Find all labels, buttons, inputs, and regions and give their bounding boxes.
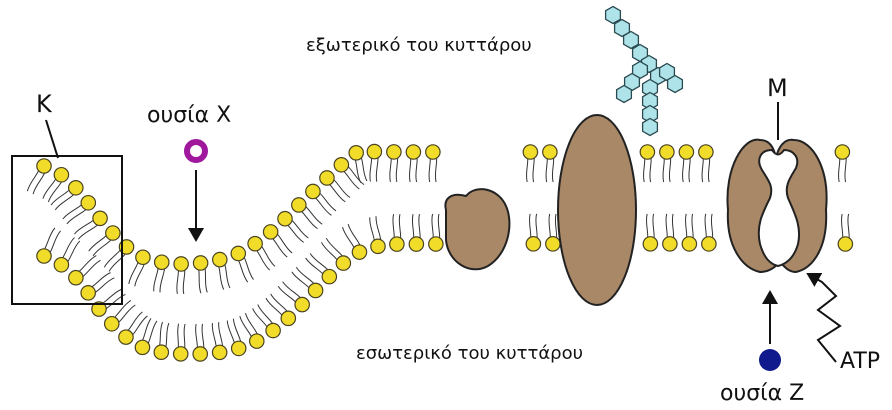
lipid-head-outer [193, 256, 207, 270]
lipid-head-outer [136, 250, 150, 264]
lipid-head-inner [212, 345, 226, 359]
lipid-head-inner [154, 345, 168, 359]
substance-z-label: ουσία Ζ [720, 381, 804, 406]
lipid-head-outer [426, 145, 440, 159]
lipid-head-outer [349, 146, 363, 160]
lipid-head-outer [263, 225, 277, 239]
lipid-head-outer [367, 144, 381, 158]
lipid-head-outer [106, 226, 120, 240]
lipid-head-outer [835, 145, 849, 159]
lipid-head-outer [320, 171, 334, 185]
atp-zigzag-arrow [808, 274, 840, 362]
lipid-head-inner [390, 237, 404, 251]
lipid-head-outer [69, 181, 83, 195]
lipid-head-inner [682, 237, 696, 251]
region-k-label: Κ [36, 90, 53, 118]
lipid-head-inner [409, 237, 423, 251]
lipid-head-outer [640, 145, 654, 159]
lipid-head-outer [679, 145, 693, 159]
region-k-pointer [46, 120, 58, 158]
pump-label: Μ [767, 74, 788, 102]
lipid-head-inner [546, 237, 560, 251]
sugar-unit [643, 119, 658, 136]
substance-x-label: ουσία Χ [147, 103, 231, 128]
lipid-head-outer [334, 158, 348, 172]
lipid-head-outer [155, 255, 169, 269]
lipid-head-inner [429, 237, 443, 251]
lipid-head-outer [81, 196, 95, 210]
lipid-head-outer [54, 168, 68, 182]
pump-protein [727, 140, 826, 272]
lipid-head-outer [306, 184, 320, 198]
inside-label: εσωτερικό του κυττάρου [356, 343, 583, 364]
lipid-head-inner [308, 283, 322, 297]
lipid-head-outer [406, 145, 420, 159]
lipid-head-inner [266, 323, 280, 337]
lipid-head-outer [292, 198, 306, 212]
lipid-head-inner [371, 239, 385, 253]
lipid-head-inner [54, 258, 68, 272]
lipid-head-inner [663, 237, 677, 251]
lipid-head-inner [322, 269, 336, 283]
lipid-head-outer [248, 236, 262, 250]
lipid-head-outer [278, 212, 292, 226]
substance-z-dot [759, 349, 781, 371]
lipid-head-outer [523, 145, 537, 159]
sugar-unit [606, 7, 621, 24]
glycan-chain [606, 7, 683, 136]
sugar-unit [668, 76, 683, 93]
peripheral-protein [445, 189, 509, 269]
lipid-head-inner [135, 340, 149, 354]
lipid-head-inner [643, 237, 657, 251]
lipid-head-outer [543, 145, 557, 159]
lipid-head-outer [387, 145, 401, 159]
channel-protein [558, 115, 636, 305]
lipid-head-inner [174, 347, 188, 361]
substance-x-ring [187, 142, 205, 160]
lipid-head-inner [37, 249, 51, 263]
sugar-unit [624, 32, 639, 49]
outside-label: εξωτερικό του κυττάρου [306, 35, 532, 56]
lipid-head-inner [193, 347, 207, 361]
lipid-head-inner [702, 237, 716, 251]
lipid-head-inner [119, 330, 133, 344]
lipid-head-inner [526, 237, 540, 251]
lipid-head-inner [69, 271, 83, 285]
lipid-head-inner [81, 286, 95, 300]
lipid-head-inner [250, 334, 264, 348]
lipid-head-inner [232, 341, 246, 355]
lipid-head-outer [174, 257, 188, 271]
lipid-head-outer [93, 211, 107, 225]
sugar-unit [617, 86, 632, 103]
lipid-head-inner [838, 237, 852, 251]
lipid-head-outer [699, 145, 713, 159]
lipid-head-inner [352, 245, 366, 259]
lipid-head-outer [37, 159, 51, 173]
lipid-head-outer [213, 252, 227, 266]
lipid-head-inner [295, 297, 309, 311]
lipid-head-outer [231, 246, 245, 260]
atp-label: ATP [840, 349, 880, 374]
lipid-head-inner [336, 256, 350, 270]
lipid-head-outer [660, 145, 674, 159]
lipid-head-inner [105, 317, 119, 331]
lipid-head-inner [281, 311, 295, 325]
